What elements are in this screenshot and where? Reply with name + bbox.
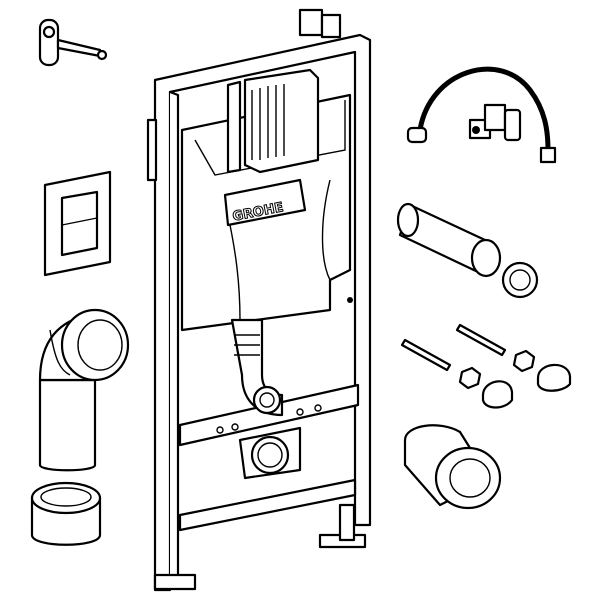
pipe-seal <box>501 261 539 299</box>
water-supply-hose <box>406 66 557 164</box>
cistern: GROHE <box>180 68 352 480</box>
installation-frame <box>146 33 372 592</box>
drain-elbow <box>38 308 130 472</box>
wall-bracket-set <box>38 8 342 67</box>
nuts <box>458 349 536 390</box>
protective-cap <box>403 424 502 510</box>
drain-cap <box>30 481 102 546</box>
flush-plate <box>43 170 112 277</box>
cap-nuts <box>481 363 572 409</box>
angle-valve <box>468 103 522 142</box>
mounting-bolts <box>400 323 507 372</box>
connector-pipe <box>396 202 502 278</box>
